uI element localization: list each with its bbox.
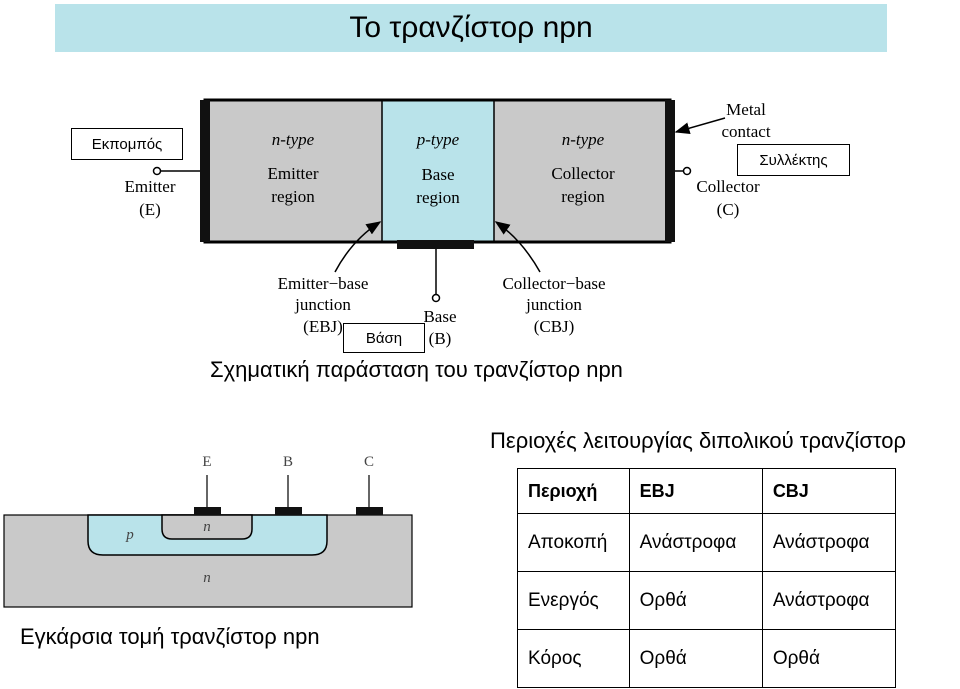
base-region-type: p-type (416, 130, 460, 149)
p-region-label: p (125, 527, 134, 543)
ebj-arrow (334, 221, 382, 273)
n-substrate-label: n (203, 570, 211, 586)
base-region (382, 100, 494, 242)
emitter-terminal-dot (152, 166, 162, 176)
table-cell: Ορθά (761, 629, 897, 688)
collector-region (494, 100, 670, 242)
emitter-region-type: n-type (272, 130, 315, 149)
table-cell: Ανάστροφα (761, 513, 897, 572)
cbj-label-line2: junction (525, 295, 582, 314)
table-cell: Ορθά (628, 571, 763, 630)
cross-section-caption: Εγκάρσια τομή τρανζίστορ npn (20, 624, 320, 650)
c-contact (356, 507, 383, 515)
header-region: Περιοχή (517, 468, 630, 514)
ebj-label-line1: Emitter−base (278, 274, 369, 293)
base-terminal-name: Base (423, 307, 456, 326)
base-greek-text: Βάση (365, 329, 403, 347)
table-cell: Ανάστροφα (628, 513, 763, 572)
collector-contact (665, 100, 675, 242)
cbj-label-line1: Collector−base (502, 274, 605, 293)
collector-greek-label: Συλλέκτης (737, 144, 850, 176)
table-cell: Αποκοπή (517, 513, 630, 572)
metal-contact-arrow (674, 117, 726, 135)
base-region-name: Base (421, 165, 454, 184)
collector-region-type: n-type (562, 130, 605, 149)
header-cbj: CBJ (761, 468, 897, 514)
emitter-region (205, 100, 382, 242)
emitter-region-word: region (271, 187, 315, 206)
base-terminal-dot (431, 293, 441, 303)
metal-contact-line2: contact (721, 122, 770, 141)
table-row: Ενεργός Ορθά Ανάστροφα (517, 571, 897, 630)
collector-terminal-dot (682, 166, 692, 176)
emitter-region-name: Emitter (268, 164, 319, 183)
table-caption-text: Περιοχές λειτουργίας διπολικού τρανζίστο… (490, 428, 907, 453)
e-terminal-label: E (202, 454, 211, 470)
schematic-caption: Σχηματική παράσταση του τρανζίστορ npn (210, 357, 623, 383)
schematic-caption-text: Σχηματική παράσταση του τρανζίστορ npn (210, 357, 623, 382)
ebj-label-line2: junction (294, 295, 351, 314)
collector-terminal-name: Collector (696, 177, 760, 196)
b-terminal-label: B (283, 454, 293, 470)
base-region-word: region (416, 188, 460, 207)
b-contact (275, 507, 302, 515)
table-row: Κόρος Ορθά Ορθά (517, 629, 897, 688)
table-row: Αποκοπή Ανάστροφα Ανάστροφα (517, 513, 897, 572)
page-title-text: Το τρανζίστορ npn (349, 11, 593, 44)
c-terminal-label: C (364, 454, 374, 470)
transistor-schematic: n-type Emitter region p-type Base region… (125, 98, 771, 348)
collector-region-name: Collector (551, 164, 615, 183)
table-caption: Περιοχές λειτουργίας διπολικού τρανζίστο… (490, 428, 906, 454)
cbj-arrow (494, 221, 541, 273)
table-cell: Ανάστροφα (761, 571, 897, 630)
table-cell: Κόρος (517, 629, 630, 688)
page-title: Το τρανζίστορ npn (55, 4, 887, 52)
emitter-greek-label: Εκπομπός (71, 128, 183, 160)
base-contact (397, 240, 474, 249)
collector-region-word: region (561, 187, 605, 206)
base-terminal-symbol: (B) (429, 329, 452, 348)
n-emitter-label: n (203, 519, 211, 535)
cross-section-diagram: E B C p n n (3, 454, 413, 608)
cross-section-caption-text: Εγκάρσια τομή τρανζίστορ npn (20, 624, 320, 649)
emitter-terminal-name: Emitter (125, 177, 176, 196)
base-greek-label: Βάση (343, 323, 425, 353)
ebj-label-line3: (EBJ) (303, 317, 343, 336)
collector-greek-text: Συλλέκτης (759, 151, 828, 169)
emitter-contact (200, 100, 210, 242)
table-cell: Ενεργός (517, 571, 630, 630)
emitter-greek-text: Εκπομπός (91, 135, 163, 153)
e-contact (194, 507, 221, 515)
metal-contact-line1: Metal (726, 100, 766, 119)
n-emitter-well (161, 514, 253, 540)
cbj-label-line3: (CBJ) (534, 317, 575, 336)
emitter-terminal-symbol: (E) (139, 200, 161, 219)
collector-terminal-symbol: (C) (717, 200, 740, 219)
table-header-row: Περιοχή EBJ CBJ (517, 468, 897, 514)
operating-modes-table: Περιοχή EBJ CBJ Αποκοπή Ανάστροφα Ανάστρ… (517, 468, 897, 688)
header-ebj: EBJ (628, 468, 763, 514)
table-cell: Ορθά (628, 629, 763, 688)
